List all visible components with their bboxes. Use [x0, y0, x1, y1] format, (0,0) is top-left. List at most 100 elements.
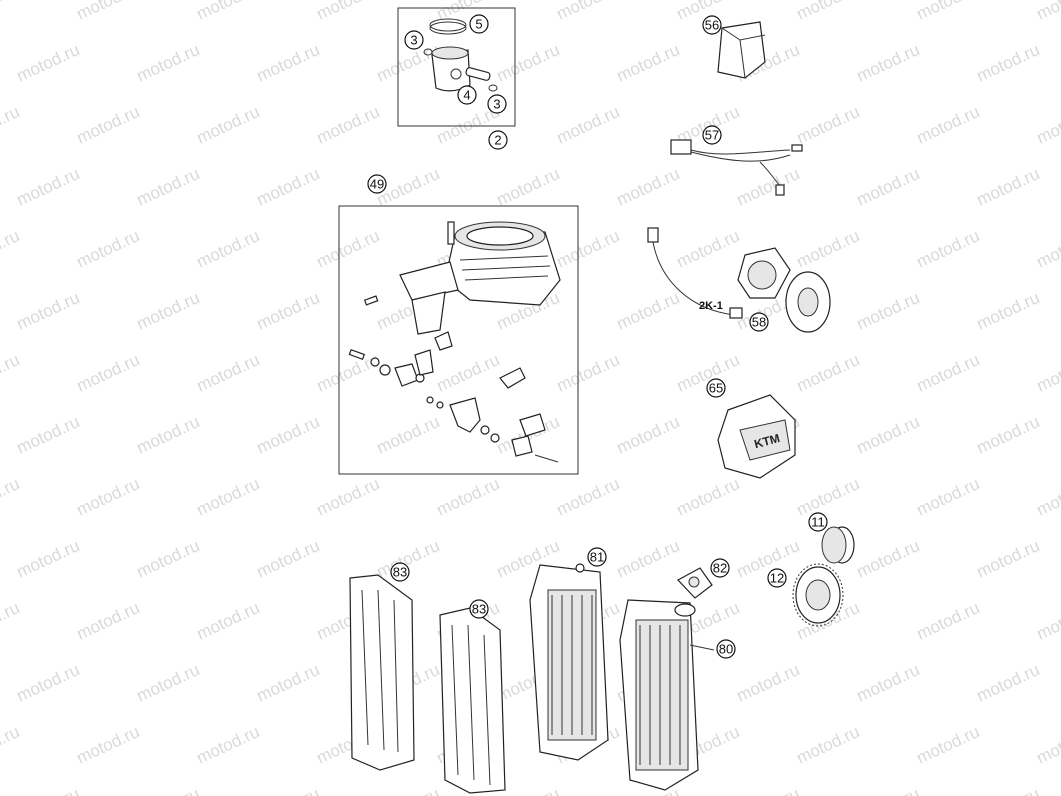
watermark-text: motod.ru — [1034, 226, 1061, 272]
piston-pin-bore — [450, 68, 462, 80]
stator-code-label: 2K-1 — [699, 300, 723, 312]
callout-number: 65 — [709, 381, 723, 396]
watermark-text: motod.ru — [0, 102, 22, 148]
watermark-text: motod.ru — [194, 598, 263, 644]
watermark-text: motod.ru — [194, 226, 263, 272]
callout-11: 11 — [808, 512, 828, 532]
callout-number: 57 — [705, 128, 719, 143]
watermark-text: motod.ru — [974, 288, 1043, 334]
watermark-text: motod.ru — [14, 784, 83, 796]
watermark-text: motod.ru — [1034, 0, 1061, 24]
cylinder-frame — [338, 205, 579, 475]
watermark-text: motod.ru — [0, 598, 22, 644]
watermark-text: motod.ru — [194, 0, 263, 24]
watermark-text: motod.ru — [794, 226, 863, 272]
cylinder-assembly — [338, 205, 579, 475]
radiator-cap-82 — [677, 567, 713, 599]
callout-number: 4 — [463, 88, 470, 103]
radiator-right-fins — [639, 625, 681, 765]
watermark-text: motod.ru — [254, 164, 323, 210]
cylinder-stud — [447, 221, 455, 245]
watermark-text: motod.ru — [794, 102, 863, 148]
watermark-text: motod.ru — [74, 474, 143, 520]
watermark-text: motod.ru — [254, 536, 323, 582]
callout-3: 3 — [487, 94, 507, 114]
callout-circle — [710, 558, 730, 578]
callout-number: 83 — [472, 602, 486, 617]
ignition-cover-panel — [739, 419, 791, 461]
cylinder-fins — [459, 255, 551, 281]
callout-57: 57 — [702, 125, 722, 145]
callout-circle — [469, 14, 489, 34]
callout-56: 56 — [702, 15, 722, 35]
washer-2 — [379, 364, 391, 376]
callout-82: 82 — [710, 558, 730, 578]
watermark-text: motod.ru — [134, 164, 203, 210]
callout-2: 2 — [488, 130, 508, 150]
callout-circle — [487, 94, 507, 114]
wiring-harness — [670, 139, 803, 196]
callout-circle — [367, 174, 387, 194]
watermark-text: motod.ru — [14, 164, 83, 210]
callout-circle — [716, 639, 736, 659]
watermark-text: motod.ru — [14, 660, 83, 706]
callout-12: 12 — [767, 568, 787, 588]
watermark-text: motod.ru — [14, 288, 83, 334]
pickup-connector — [647, 227, 659, 243]
radiator-right-core — [635, 619, 689, 771]
watermark-text: motod.ru — [434, 0, 503, 24]
cdi-edge-2 — [739, 39, 746, 79]
harness-wire-2 — [690, 151, 791, 162]
radiator-left-fins — [551, 595, 593, 735]
control-lever — [499, 367, 526, 389]
callout-number: 49 — [370, 177, 384, 192]
stator-coil — [747, 260, 777, 290]
watermark-text: motod.ru — [1034, 474, 1061, 520]
leader-lines — [689, 644, 715, 651]
watermark-text: motod.ru — [794, 474, 863, 520]
piston-pin — [465, 67, 491, 81]
watermark-text: motod.ru — [974, 40, 1043, 86]
callout-number: 82 — [713, 561, 727, 576]
radiator-guard-left-slats — [361, 589, 399, 753]
watermark-text: motod.ru — [674, 474, 743, 520]
watermark-text: motod.ru — [134, 784, 203, 796]
callout-circle — [457, 85, 477, 105]
piston-crown — [431, 46, 469, 60]
callout-number: 3 — [493, 97, 500, 112]
watermark-text: motod.ru — [854, 536, 923, 582]
piston-kit — [397, 7, 516, 127]
watermark-text: motod.ru — [794, 722, 863, 768]
cdi-unit — [717, 21, 766, 79]
watermark-text: motod.ru — [14, 412, 83, 458]
watermark-text: motod.ru — [854, 784, 923, 796]
watermark-text: motod.ru — [974, 784, 1043, 796]
callout-58: 58 — [749, 312, 769, 332]
circlip-right — [488, 84, 498, 92]
radiator-guard-left-body — [349, 574, 415, 771]
large-gear-hub — [805, 579, 831, 611]
stator-cable — [652, 241, 736, 316]
watermark-text: motod.ru — [914, 350, 983, 396]
watermark-text: motod.ru — [974, 536, 1043, 582]
washer-1 — [370, 357, 380, 367]
radiator-left — [529, 563, 609, 761]
watermark-text: motod.ru — [614, 536, 683, 582]
harness-plug-2 — [775, 184, 785, 196]
callout-circle — [404, 30, 424, 50]
callout-circle — [702, 125, 722, 145]
radiator-right-neck — [674, 603, 696, 617]
watermark-text: motod.ru — [434, 474, 503, 520]
ignition-cover — [717, 394, 796, 479]
watermark-text: motod.ru — [554, 474, 623, 520]
watermark-text: motod.ru — [854, 40, 923, 86]
piston-kit-frame — [397, 7, 516, 127]
watermark-text: motod.ru — [554, 350, 623, 396]
stator-assembly: 2K-1 — [647, 227, 831, 333]
watermark-text: motod.ru — [914, 598, 983, 644]
watermark-text: motod.ru — [794, 0, 863, 24]
brand-mark: KTM — [753, 431, 782, 451]
watermark-text: motod.ru — [194, 474, 263, 520]
watermark-text: motod.ru — [134, 536, 203, 582]
watermark-text: motod.ru — [914, 474, 983, 520]
